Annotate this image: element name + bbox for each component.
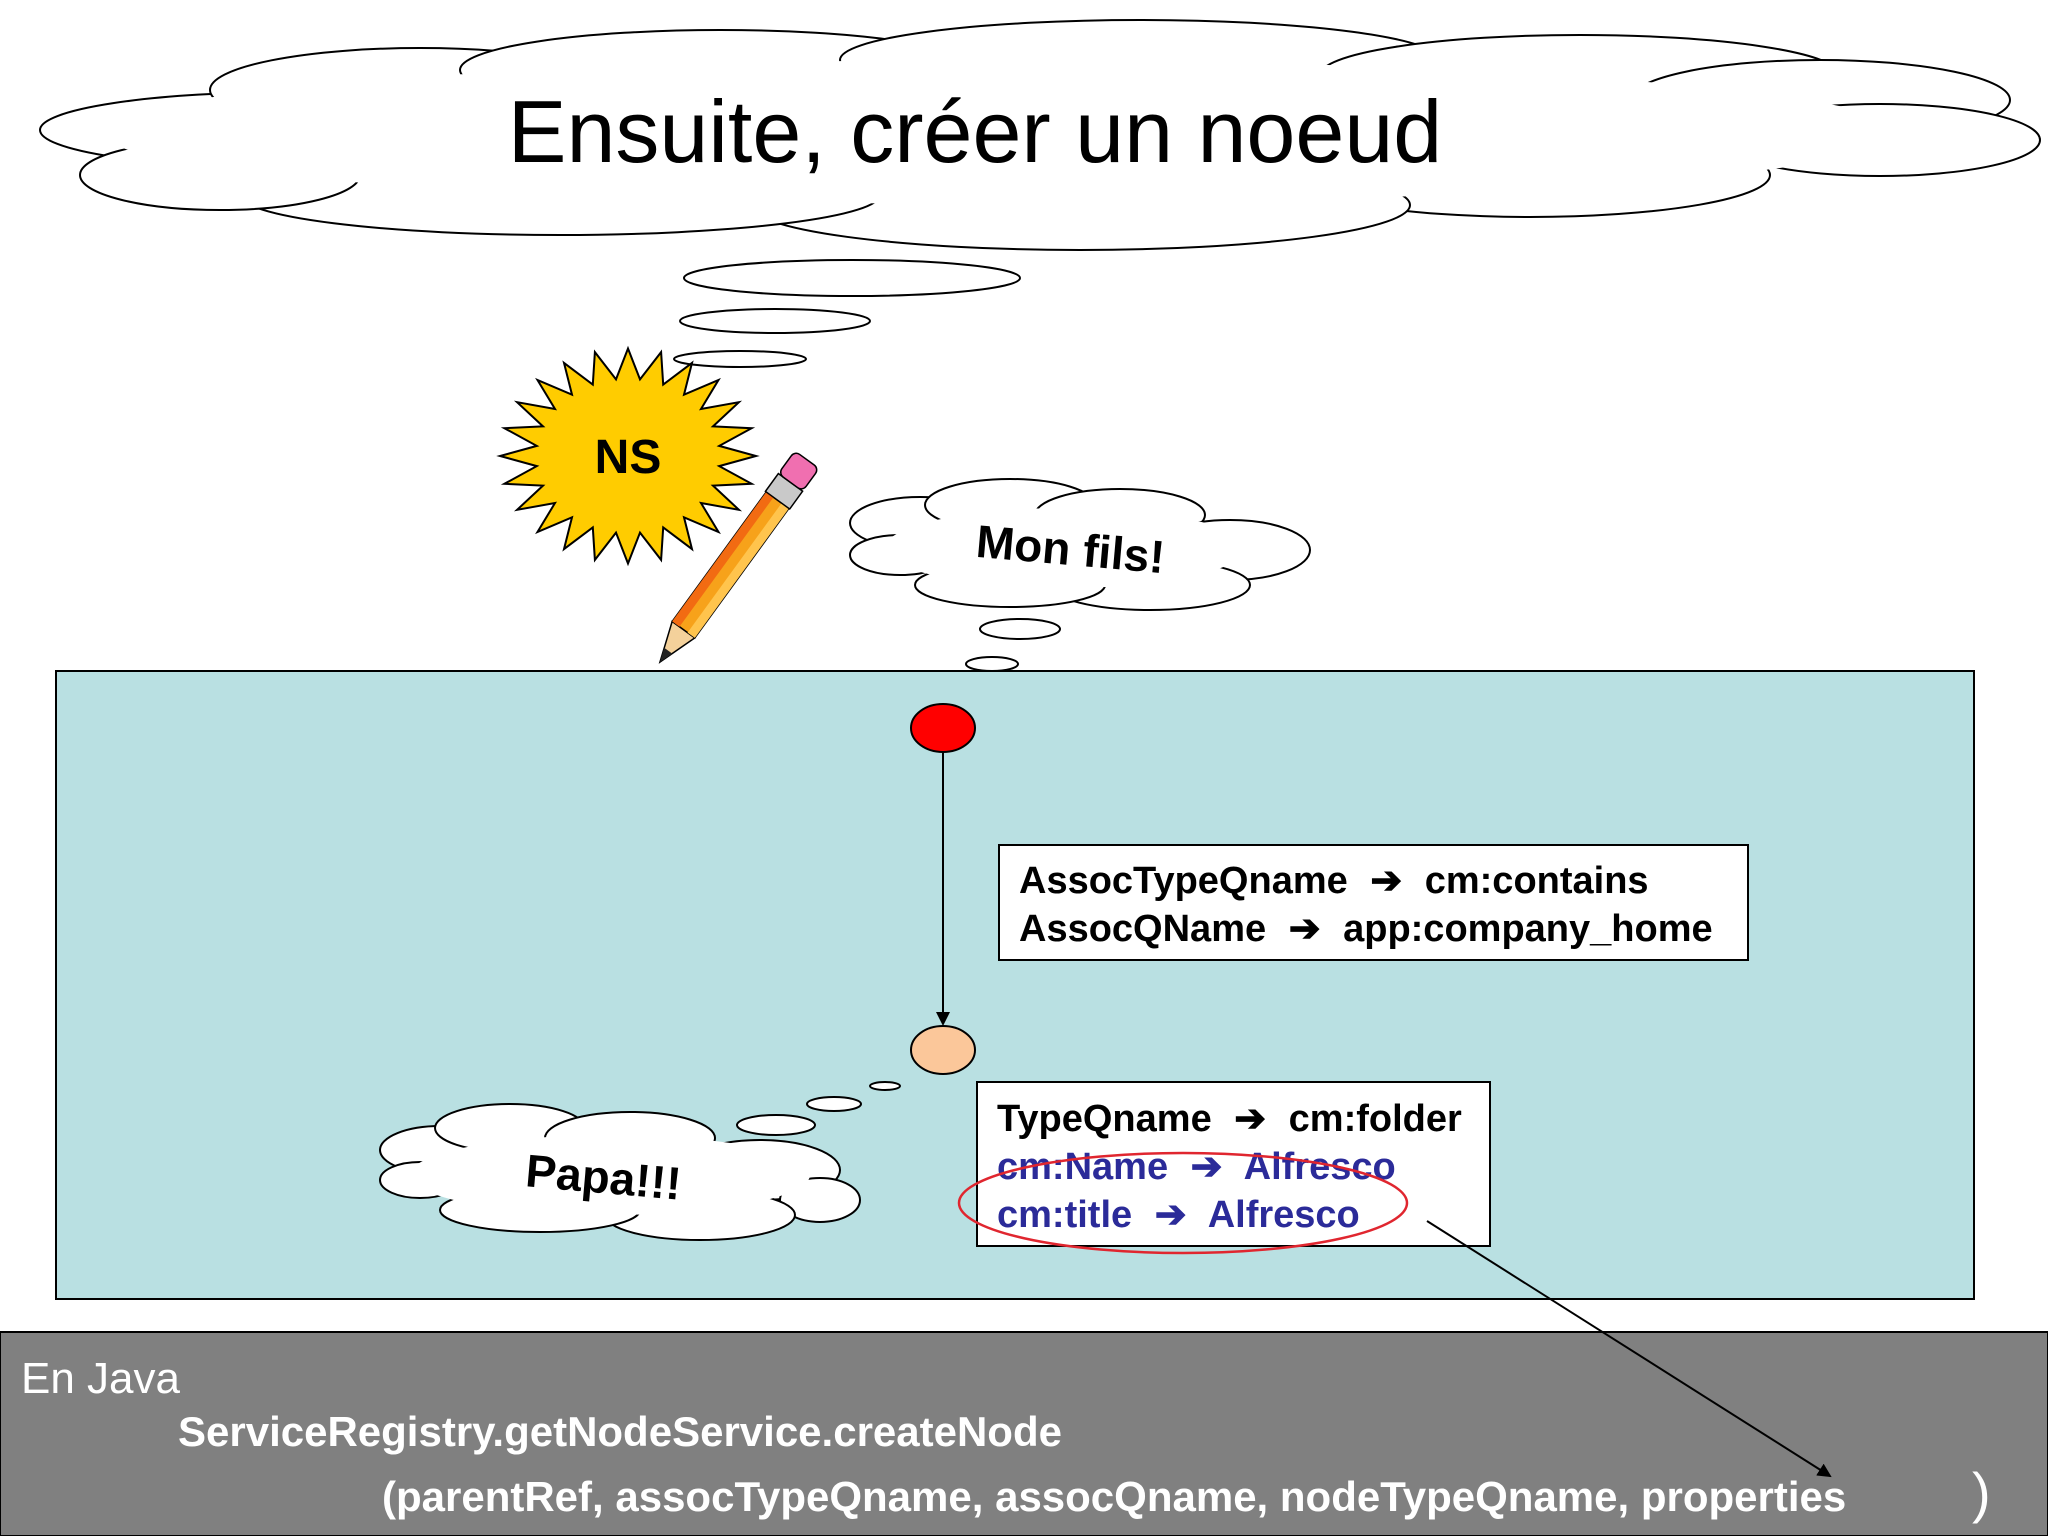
java-heading: En Java (21, 1354, 181, 1403)
assoc-type-value: cm:contains (1425, 860, 1649, 902)
parent-thought-trail (736, 1081, 901, 1136)
starburst-label: NS (595, 431, 662, 484)
arrow-icon: ➔ (1289, 908, 1321, 950)
title-prop-key: cm:title (997, 1194, 1132, 1236)
node-properties-box: TypeQname ➔ cm:folder cm:Name ➔ Alfresco… (976, 1081, 1491, 1247)
parent-speech-cloud (379, 1103, 861, 1241)
starburst-shape (496, 345, 760, 567)
java-close-paren: ) (1972, 1461, 1991, 1524)
arrow-icon: ➔ (1155, 1194, 1187, 1236)
type-key: TypeQname (997, 1098, 1212, 1140)
arrow-icon: ➔ (1370, 860, 1402, 902)
svg-text:AssocTypeQname ➔ c: AssocTypeQname ➔ cm:contains (1019, 860, 1649, 902)
name-prop-value: Alfresco (1244, 1146, 1396, 1188)
parent-node (910, 703, 976, 753)
child-speech-cloud (849, 478, 1311, 611)
svg-text:TypeQname ➔ cm:fol: TypeQname ➔ cm:folder (997, 1098, 1462, 1140)
ns-starburst: NS (496, 345, 760, 567)
assoc-type-key: AssocTypeQname (1019, 860, 1348, 902)
java-method-call: ServiceRegistry.getNodeService.createNod… (178, 1408, 1062, 1455)
java-code-bar (0, 1331, 2048, 1536)
title-cloud (39, 19, 2041, 251)
java-method-args: (parentRef, assocTypeQname, assocQname, … (382, 1473, 1846, 1520)
slide-title: Ensuite, créer un noeud (508, 82, 1442, 181)
pencil-icon (658, 452, 818, 664)
assoc-name-value: app:company_home (1343, 908, 1713, 950)
properties-highlight-ellipse (957, 1151, 1409, 1255)
child-node (910, 1025, 976, 1075)
type-value: cm:folder (1289, 1098, 1462, 1140)
properties-pointer-arrow (1426, 1220, 1832, 1478)
assoc-name-key: AssocQName (1019, 908, 1266, 950)
title-thought-trail (673, 259, 1021, 368)
arrow-icon: ➔ (1234, 1098, 1266, 1140)
association-box: AssocTypeQname ➔ cm:contains AssocQName … (998, 844, 1749, 961)
svg-text:AssocQName ➔ app:c: AssocQName ➔ app:company_home (1019, 908, 1713, 950)
svg-text:cm:title ➔ Alfresc: cm:title ➔ Alfresco (997, 1194, 1360, 1236)
title-prop-value: Alfresco (1208, 1194, 1360, 1236)
